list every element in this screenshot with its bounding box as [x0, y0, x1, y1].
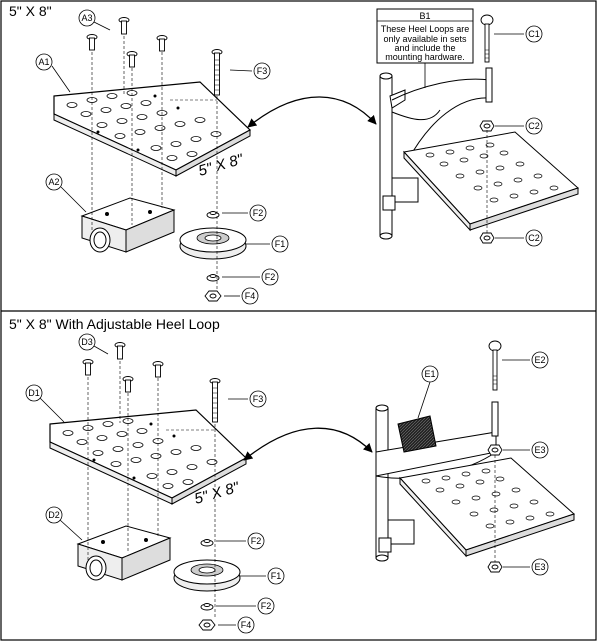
- heel-loop-assembly-2: [375, 401, 575, 562]
- panel-1: 5" X 8": [35, 8, 579, 305]
- callout-a3: A3: [81, 13, 92, 23]
- connector-arrow-1: [247, 96, 377, 128]
- bolt-e2: [488, 340, 502, 391]
- callout-f1-2: F1: [271, 571, 282, 581]
- nut-c2-bottom: [479, 232, 495, 244]
- callout-a1: A1: [38, 57, 49, 67]
- note-b1-id: B1: [419, 11, 430, 21]
- callout-f4: F4: [245, 291, 256, 301]
- bolt-c1: [480, 14, 494, 63]
- clamp-a2: [80, 197, 176, 253]
- nut-f4-2: [198, 619, 216, 631]
- callouts-panel-1: [35, 9, 543, 305]
- footplate-d1: [49, 409, 248, 505]
- washer-f2-top: [206, 211, 220, 219]
- roller-f1: [179, 227, 247, 260]
- connector-arrow-2: [243, 427, 373, 461]
- callouts-panel-2: [25, 333, 549, 634]
- note-b1: B1 These Heel Loops are only available i…: [376, 8, 474, 88]
- roller-f1-2: [173, 559, 241, 592]
- footplate-a1: [53, 81, 252, 177]
- callout-d1: D1: [28, 388, 40, 398]
- callout-e1: E1: [424, 369, 435, 379]
- panel-1-title: 5" X 8": [9, 3, 52, 19]
- callout-f2-top-2: F2: [251, 536, 262, 546]
- callout-e3-bottom: E3: [534, 562, 545, 572]
- assembly-lines-2: [87, 361, 216, 618]
- callout-d3: D3: [81, 337, 93, 347]
- callout-f3-2: F3: [253, 394, 264, 404]
- note-b1-line-1: These Heel Loops are: [381, 24, 470, 34]
- screws-a3: [86, 17, 168, 68]
- washer-f2-bottom-2: [200, 603, 214, 611]
- heel-loop-assembly-1: [379, 67, 579, 240]
- nut-c2-top: [479, 120, 495, 132]
- note-b1-line-4: mounting hardware.: [385, 52, 465, 62]
- washer-f2-bottom: [206, 274, 220, 282]
- note-b1-line-3: and include the: [394, 43, 455, 53]
- nut-e3-top: [487, 444, 503, 456]
- callout-e3-top: E3: [534, 445, 545, 455]
- callout-a2: A2: [48, 177, 59, 187]
- screws-d3: [82, 342, 164, 393]
- callout-c2-bottom: C2: [528, 233, 540, 243]
- callout-f2-bottom-2: F2: [261, 601, 272, 611]
- washer-f2-top-2: [200, 539, 214, 547]
- callout-c2-top: C2: [528, 121, 540, 131]
- panel-2-title: 5" X 8" With Adjustable Heel Loop: [9, 316, 220, 332]
- callout-e2: E2: [534, 355, 545, 365]
- nut-f4: [204, 290, 222, 302]
- callout-f1: F1: [275, 239, 286, 249]
- callout-f2-top: F2: [253, 208, 264, 218]
- clamp-d2: [76, 525, 172, 581]
- nut-e3-bottom: [487, 561, 503, 573]
- note-b1-line-2: only available in sets: [383, 34, 467, 44]
- callout-f3: F3: [257, 66, 268, 76]
- callout-d2: D2: [48, 510, 60, 520]
- screw-f3: [211, 49, 223, 96]
- assembly-lines-1: [91, 36, 218, 290]
- callout-f2-bottom: F2: [265, 272, 276, 282]
- panel-2: 5" X 8": [25, 333, 575, 634]
- callout-f4-2: F4: [241, 620, 252, 630]
- screw-f3-2: [209, 378, 221, 423]
- callout-c1: C1: [528, 29, 540, 39]
